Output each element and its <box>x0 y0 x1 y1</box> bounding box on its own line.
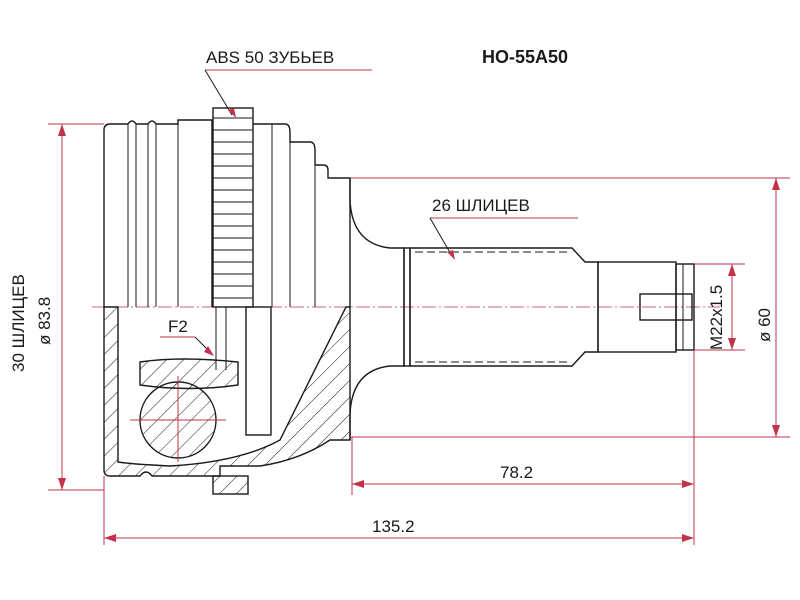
abs-ring <box>212 107 254 308</box>
stub-shaft <box>349 178 695 440</box>
f2-label: F2 <box>168 317 188 336</box>
spline-section <box>409 247 599 367</box>
length-total-label: 135.2 <box>372 517 415 536</box>
abs-label: ABS 50 ЗУБЬЕВ <box>206 48 334 67</box>
outer-diameter-label: ø 83.8 <box>35 297 54 345</box>
thread-label: M22x1.5 <box>707 285 726 350</box>
housing-outline <box>103 107 351 308</box>
slot <box>639 293 693 321</box>
length-shaft-label: 78.2 <box>500 463 533 482</box>
spline-inner-label: 30 ШЛИЦЕВ <box>9 274 28 372</box>
housing-section <box>103 306 351 495</box>
dimensions <box>48 69 790 545</box>
shaft-diameter-label: ø 60 <box>755 308 774 342</box>
part-number: HO-55A50 <box>482 47 568 67</box>
spline-shaft-label: 26 ШЛИЦЕВ <box>432 196 530 215</box>
